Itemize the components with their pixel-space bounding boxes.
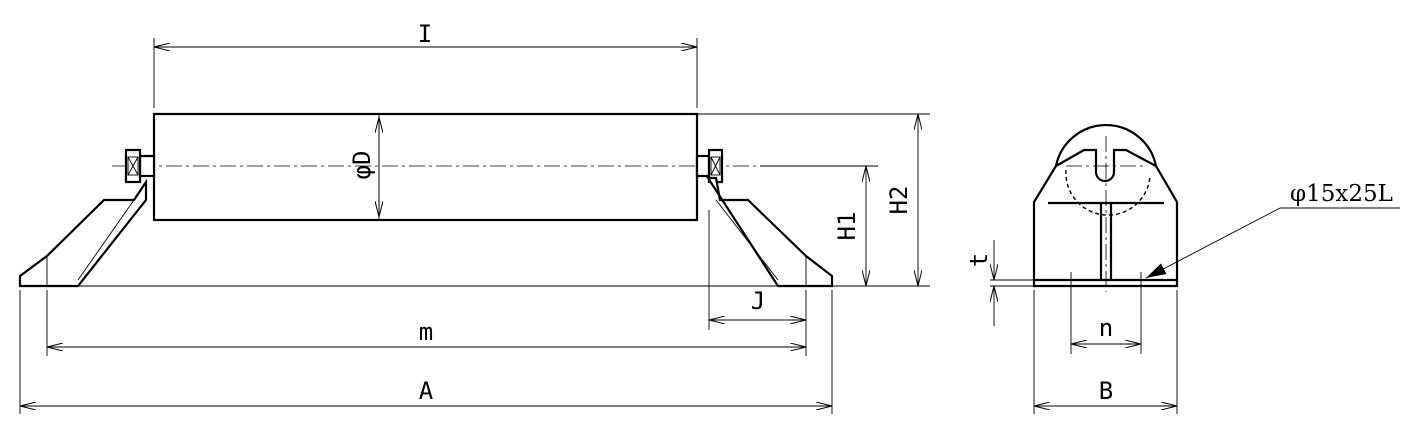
label-j: J <box>751 287 765 315</box>
side-bracket-outline <box>1032 123 1179 288</box>
label-h2: H2 <box>885 186 913 215</box>
front-view: I φD <box>18 20 930 414</box>
label-d: φD <box>348 151 376 180</box>
shaft-slot <box>1055 148 1157 183</box>
label-b: B <box>1099 377 1113 405</box>
label-t: t <box>965 253 993 267</box>
left-bracket <box>18 178 148 288</box>
side-view: t n B φ15x25L <box>965 123 1400 414</box>
right-bracket <box>705 176 834 288</box>
label-a: A <box>419 377 434 405</box>
left-shaft-nut <box>124 148 156 184</box>
label-m: m <box>419 318 433 346</box>
label-i: I <box>418 20 432 48</box>
roller-tube <box>152 112 699 222</box>
label-slot-spec: φ15x25L <box>1290 181 1393 207</box>
label-n: n <box>1099 314 1113 342</box>
label-h1: H1 <box>833 212 861 241</box>
right-shaft-nut <box>695 148 724 184</box>
